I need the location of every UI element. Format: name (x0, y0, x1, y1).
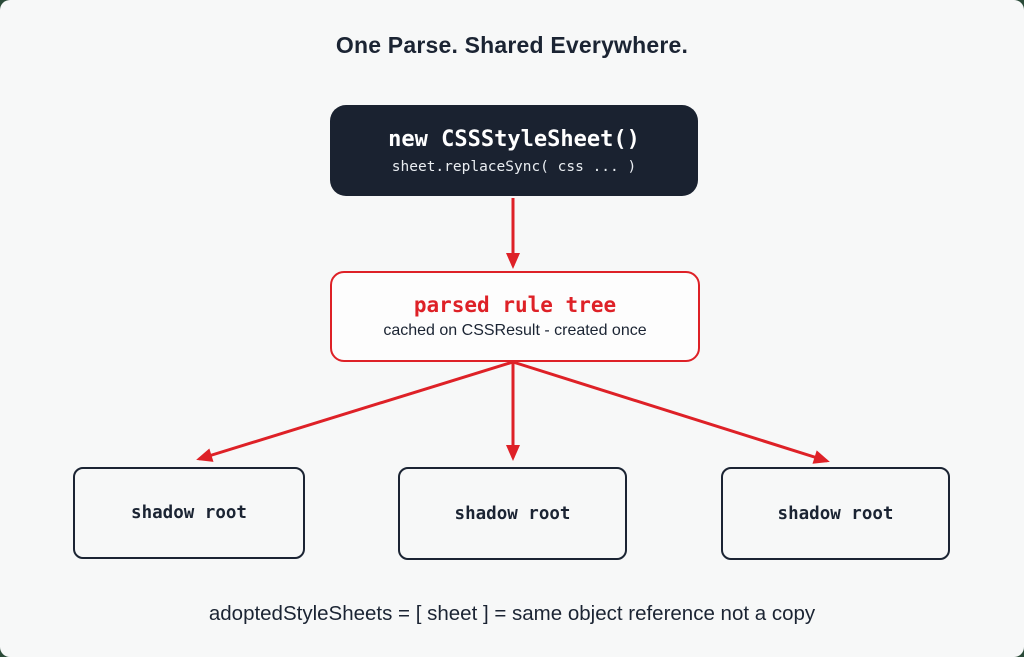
node-new-cssstylesheet: new CSSStyleSheet() sheet.replaceSync( c… (330, 105, 698, 196)
node-shadow-root-1: shadow root (73, 467, 305, 559)
source-box-code: new CSSStyleSheet() (388, 126, 640, 152)
source-box-subcode: sheet.replaceSync( css ... ) (391, 158, 637, 175)
node-parsed-rule-tree: parsed rule tree cached on CSSResult - c… (330, 271, 700, 362)
parsed-box-label: parsed rule tree (413, 293, 617, 317)
arrow-parsed-to-shadow-left (196, 360, 514, 462)
parsed-box-note: cached on CSSResult - created once (383, 322, 647, 339)
arrow-parsed-to-shadow-right (512, 360, 830, 464)
node-shadow-root-2: shadow root (398, 467, 627, 560)
diagram-title: One Parse. Shared Everywhere. (335, 32, 689, 58)
diagram-caption: adoptedStyleSheets = [ sheet ] = same ob… (208, 602, 816, 625)
node-shadow-root-3: shadow root (721, 467, 950, 560)
